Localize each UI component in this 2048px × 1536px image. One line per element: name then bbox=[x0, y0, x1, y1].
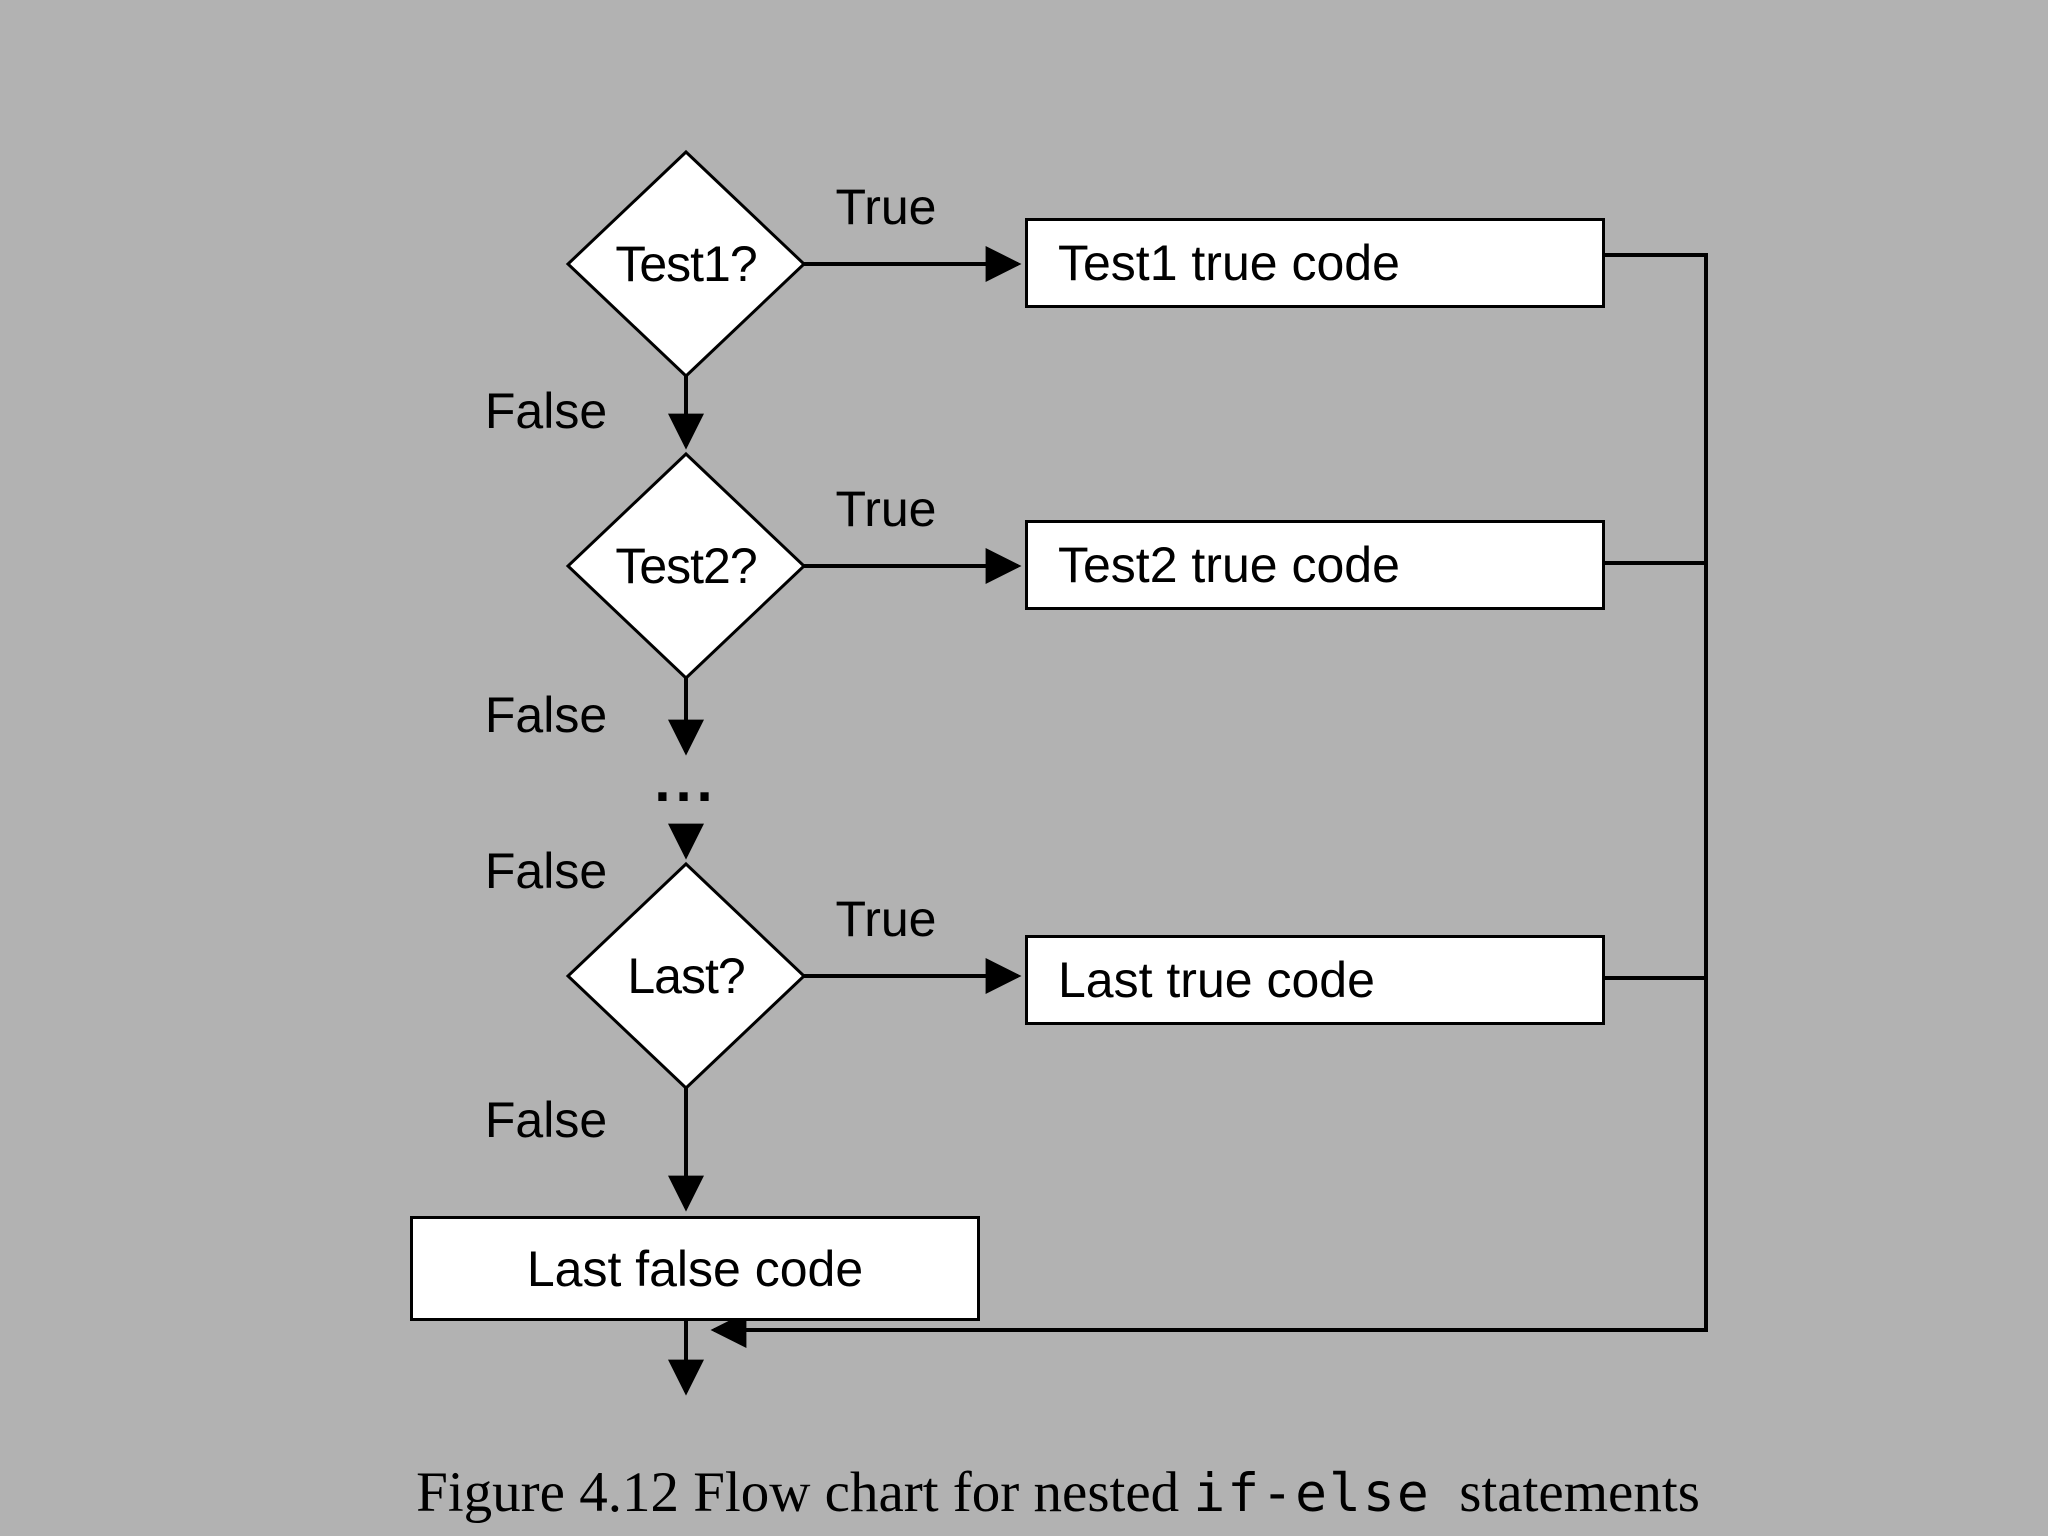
decision-label-test1: Test1? bbox=[615, 236, 757, 292]
false-label-test1: False bbox=[484, 383, 608, 439]
caption-prefix: Figure 4.12 Flow chart for nested bbox=[416, 1461, 1194, 1524]
connector-merge-line bbox=[710, 253, 1708, 1348]
false-label-test2: False bbox=[484, 687, 608, 743]
true-label-test1: True bbox=[835, 179, 937, 235]
continuation-ellipsis: ... bbox=[654, 749, 718, 814]
caption-suffix: statements bbox=[1430, 1461, 1700, 1524]
action-box-last-false: Last false code bbox=[410, 1216, 980, 1321]
decision-diamond-last bbox=[565, 861, 807, 1091]
decision-label-test2: Test2? bbox=[615, 538, 757, 594]
false-label-continuation: False bbox=[484, 843, 608, 899]
true-label-last: True bbox=[835, 891, 937, 947]
action-box-test2-true: Test2 true code bbox=[1025, 520, 1605, 610]
action-box-test1-true: Test1 true code bbox=[1025, 218, 1605, 308]
figure-caption: Figure 4.12 Flow chart for nested if-els… bbox=[34, 1460, 2048, 1525]
caption-code: if-else bbox=[1193, 1463, 1431, 1524]
decision-label-last: Last? bbox=[627, 948, 745, 1004]
action-box-last-true: Last true code bbox=[1025, 935, 1605, 1025]
decision-diamond-test1 bbox=[565, 149, 807, 379]
decision-diamond-test2 bbox=[565, 451, 807, 681]
true-label-test2: True bbox=[835, 481, 937, 537]
false-label-last: False bbox=[484, 1092, 608, 1148]
